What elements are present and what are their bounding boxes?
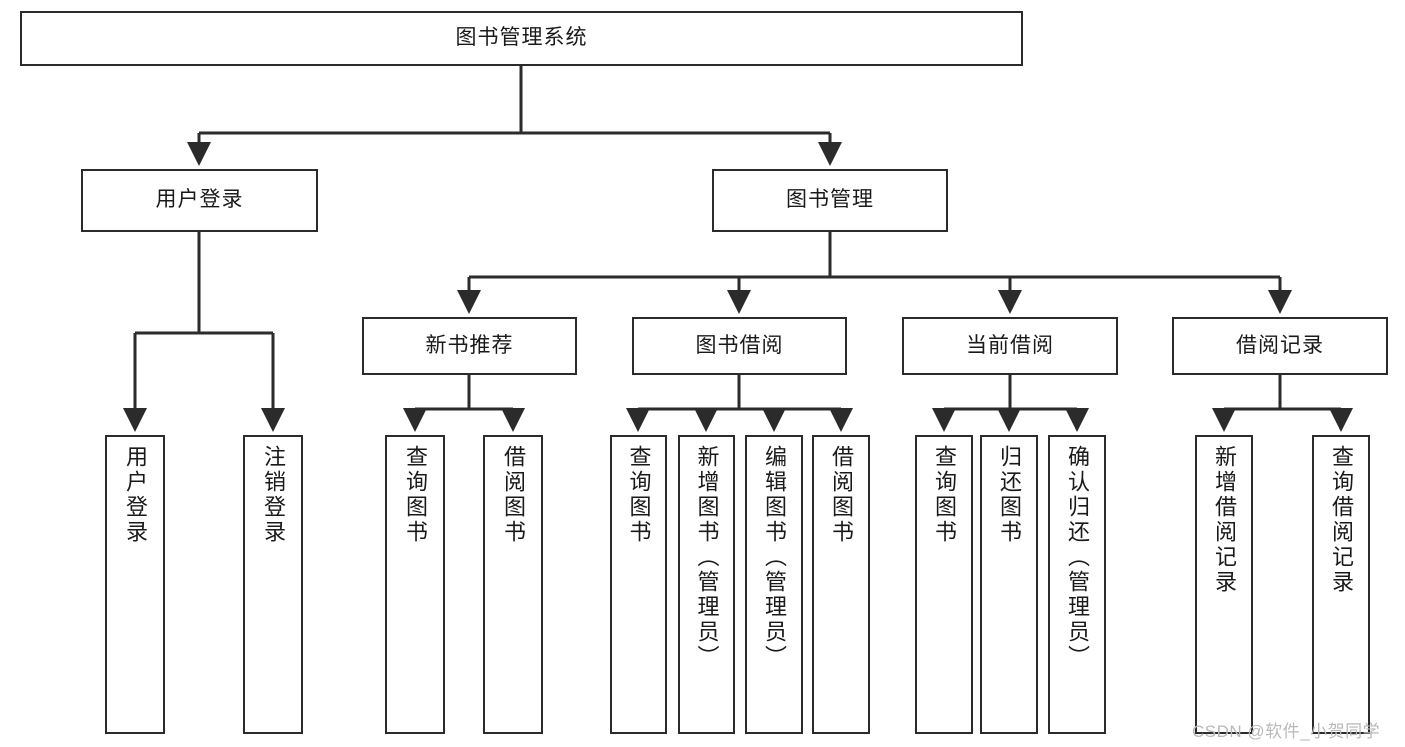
node-book-manage[interactable]: 图书管理 [712,169,948,232]
node-root[interactable]: 图书管理系统 [20,11,1023,66]
node-book-borrow-label: 图书借阅 [695,333,784,357]
node-borrow-record[interactable]: 借阅记录 [1172,317,1388,375]
leaf-borrow-book[interactable]: 借阅图书 [812,435,870,734]
leaf-query-book-current[interactable]: 查询图书 [915,435,973,734]
node-new-book-recommend-label: 新书推荐 [425,333,514,357]
leaf-confirm-return-admin-label: 确认归还（管理员） [1064,445,1090,670]
leaf-query-book-borrow[interactable]: 查询图书 [610,435,667,734]
leaf-query-borrow-record[interactable]: 查询借阅记录 [1312,435,1370,734]
node-current-borrow[interactable]: 当前借阅 [902,317,1118,375]
leaf-confirm-return-admin[interactable]: 确认归还（管理员） [1048,435,1106,734]
leaf-return-book[interactable]: 归还图书 [980,435,1038,734]
leaf-logout[interactable]: 注销登录 [243,435,303,734]
leaf-borrow-book-label: 借阅图书 [828,445,854,545]
node-current-borrow-label: 当前借阅 [966,333,1054,357]
node-book-manage-label: 图书管理 [786,188,874,212]
leaf-query-book-current-label: 查询图书 [931,445,957,545]
leaf-borrow-book-newbook[interactable]: 借阅图书 [483,435,543,734]
leaf-query-book-borrow-label: 查询图书 [626,445,652,545]
leaf-return-book-label: 归还图书 [996,445,1022,545]
leaf-add-book-admin[interactable]: 新增图书（管理员） [678,435,735,734]
leaf-borrow-book-newbook-label: 借阅图书 [500,445,526,545]
leaf-add-borrow-record-label: 新增借阅记录 [1211,445,1237,595]
leaf-query-book-newbook-label: 查询图书 [402,445,428,545]
leaf-add-book-admin-label: 新增图书（管理员） [694,445,720,670]
leaf-logout-label: 注销登录 [260,445,286,545]
csdn-watermark: CSDN @软件_小贺同学 [1192,722,1381,741]
leaf-edit-book-admin-label: 编辑图书（管理员） [761,445,787,670]
leaf-query-book-newbook[interactable]: 查询图书 [385,435,445,734]
node-borrow-record-label: 借阅记录 [1236,333,1324,357]
node-new-book-recommend[interactable]: 新书推荐 [362,317,577,375]
node-book-borrow[interactable]: 图书借阅 [632,317,847,375]
leaf-edit-book-admin[interactable]: 编辑图书（管理员） [745,435,803,734]
leaf-user-login[interactable]: 用户登录 [105,435,165,734]
leaf-user-login-label: 用户登录 [122,445,148,545]
leaf-query-borrow-record-label: 查询借阅记录 [1328,445,1354,595]
leaf-add-borrow-record[interactable]: 新增借阅记录 [1195,435,1253,734]
node-root-label: 图书管理系统 [455,26,588,50]
node-user-login[interactable]: 用户登录 [81,169,318,232]
node-user-login-label: 用户登录 [155,188,244,212]
